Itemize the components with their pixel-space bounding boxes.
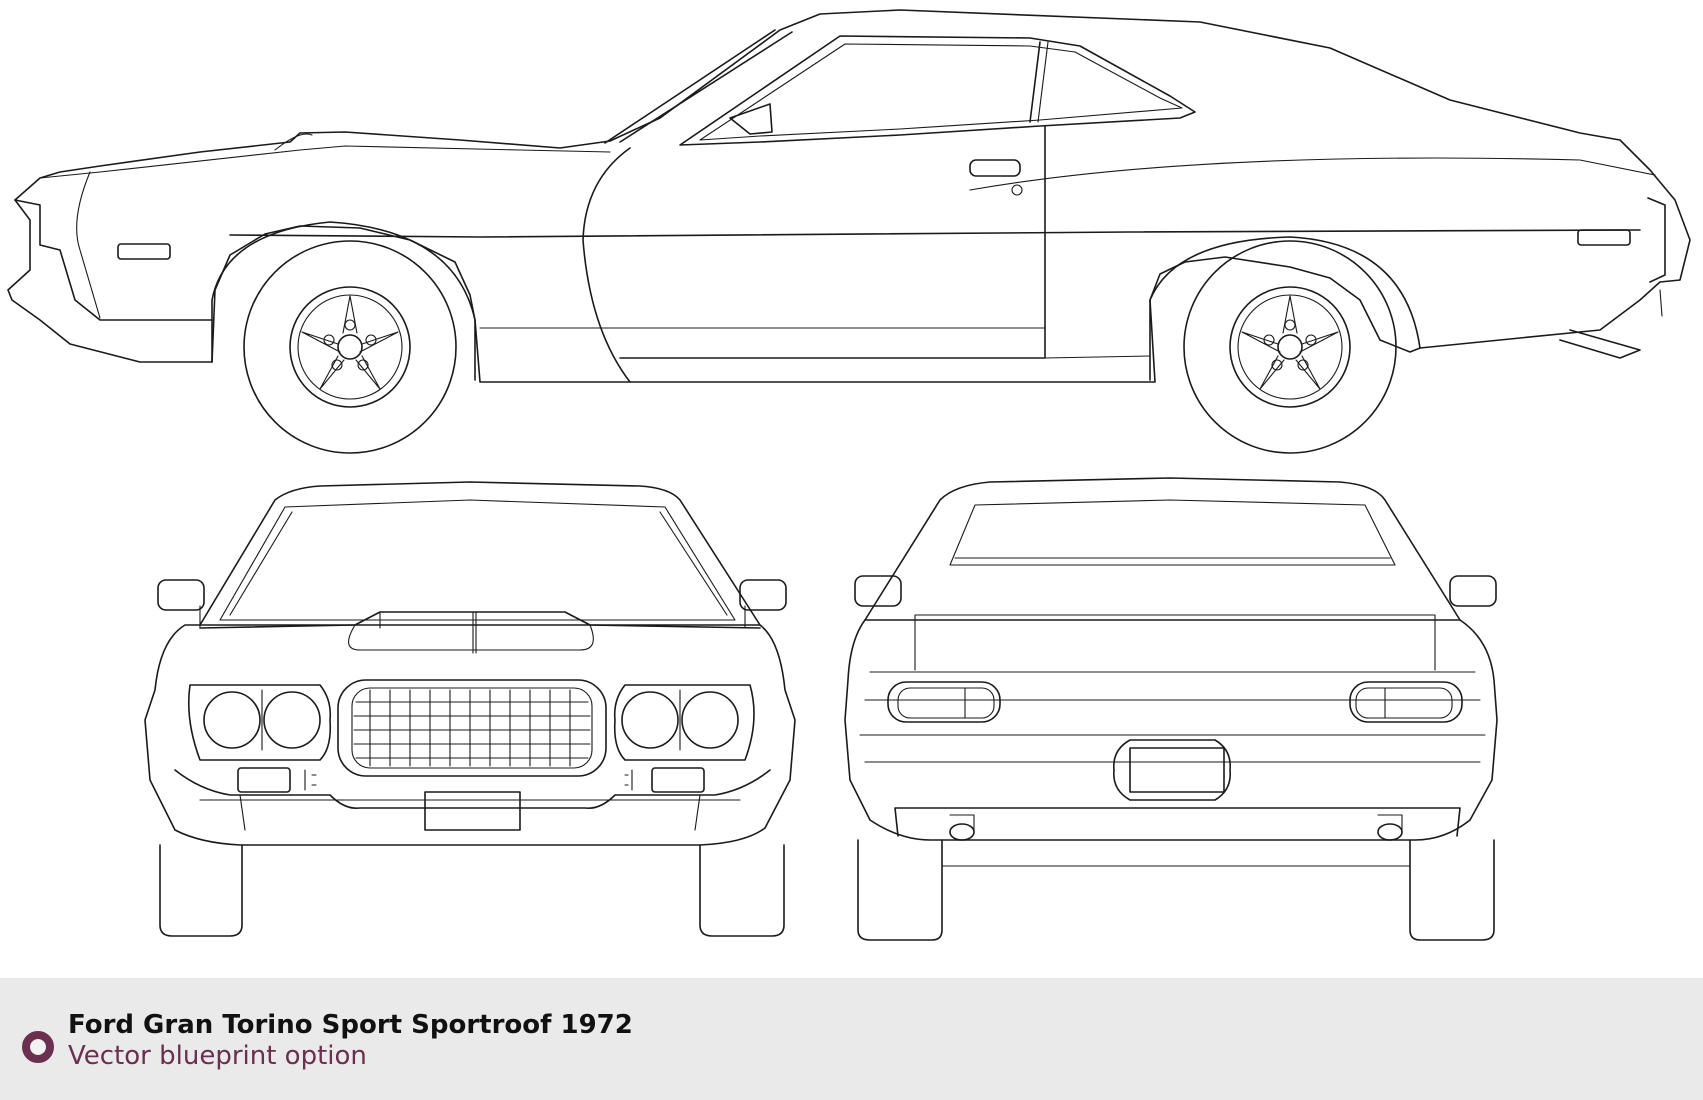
side-rear-marker <box>1577 229 1631 246</box>
front-right-headlight-housing <box>613 684 755 761</box>
side-window-divider <box>1029 41 1041 123</box>
rear-license-plate-frame <box>1113 739 1232 801</box>
side-rear-wheel-arch <box>1149 236 1421 381</box>
rear-left-exhaust <box>949 823 975 841</box>
side-door <box>582 125 1046 383</box>
front-right-mirror <box>739 579 787 611</box>
rear-left-mirror <box>854 575 902 607</box>
rear-body-outline <box>844 619 1498 841</box>
side-rear-wheel <box>1183 240 1397 454</box>
ring-bullet-icon-center <box>31 1040 45 1054</box>
front-headlight-1 <box>203 691 261 749</box>
front-left-parking-light <box>237 767 291 793</box>
front-headlight-4 <box>681 691 739 749</box>
rear-license-plate <box>1129 747 1225 793</box>
caption-bar: Ford Gran Torino Sport Sportroof 1972 Ve… <box>0 978 1703 1100</box>
caption-title: Ford Gran Torino Sport Sportroof 1972 <box>68 1010 633 1040</box>
front-right-tire <box>699 844 785 937</box>
side-front-marker <box>117 243 171 260</box>
blueprint-drawing <box>7 9 1691 941</box>
rear-left-tire <box>857 839 943 941</box>
side-view <box>7 9 1691 454</box>
rear-view <box>844 477 1498 941</box>
front-headlight-3 <box>621 691 679 749</box>
side-window-glass <box>699 43 1183 141</box>
rear-right-mirror <box>1449 575 1497 607</box>
side-window-frame <box>679 35 1196 146</box>
front-headlight-2 <box>263 691 321 749</box>
side-front-bumper <box>14 199 213 321</box>
rear-left-taillight <box>887 681 1001 723</box>
caption-subtitle: Vector blueprint option <box>68 1041 367 1071</box>
side-body-outline <box>7 9 1691 383</box>
rear-window <box>949 499 1396 566</box>
side-body-crease <box>229 229 1641 238</box>
front-license-plate <box>424 791 521 831</box>
side-rear-bumper <box>1559 197 1666 359</box>
front-left-mirror <box>157 579 205 611</box>
front-view <box>144 481 796 937</box>
side-front-wheel-arch <box>211 221 476 381</box>
front-cab-outline <box>199 481 761 626</box>
rear-right-taillight <box>1349 681 1463 723</box>
side-front-wheel <box>243 240 457 454</box>
front-left-headlight-housing <box>187 684 332 761</box>
front-grille <box>337 679 607 777</box>
rear-right-tire <box>1409 839 1495 941</box>
front-bumper <box>174 769 771 810</box>
front-right-parking-light <box>651 767 705 793</box>
side-door-handle <box>969 159 1021 177</box>
front-windshield <box>219 499 736 621</box>
side-mirror <box>729 103 773 135</box>
side-rocker <box>479 327 1151 359</box>
rear-cab-outline <box>864 477 1461 621</box>
rear-bumper <box>894 807 1461 837</box>
side-windshield <box>604 29 793 144</box>
rear-trunk-lid <box>859 614 1486 763</box>
front-left-tire <box>159 844 243 937</box>
rear-right-exhaust <box>1377 823 1403 841</box>
